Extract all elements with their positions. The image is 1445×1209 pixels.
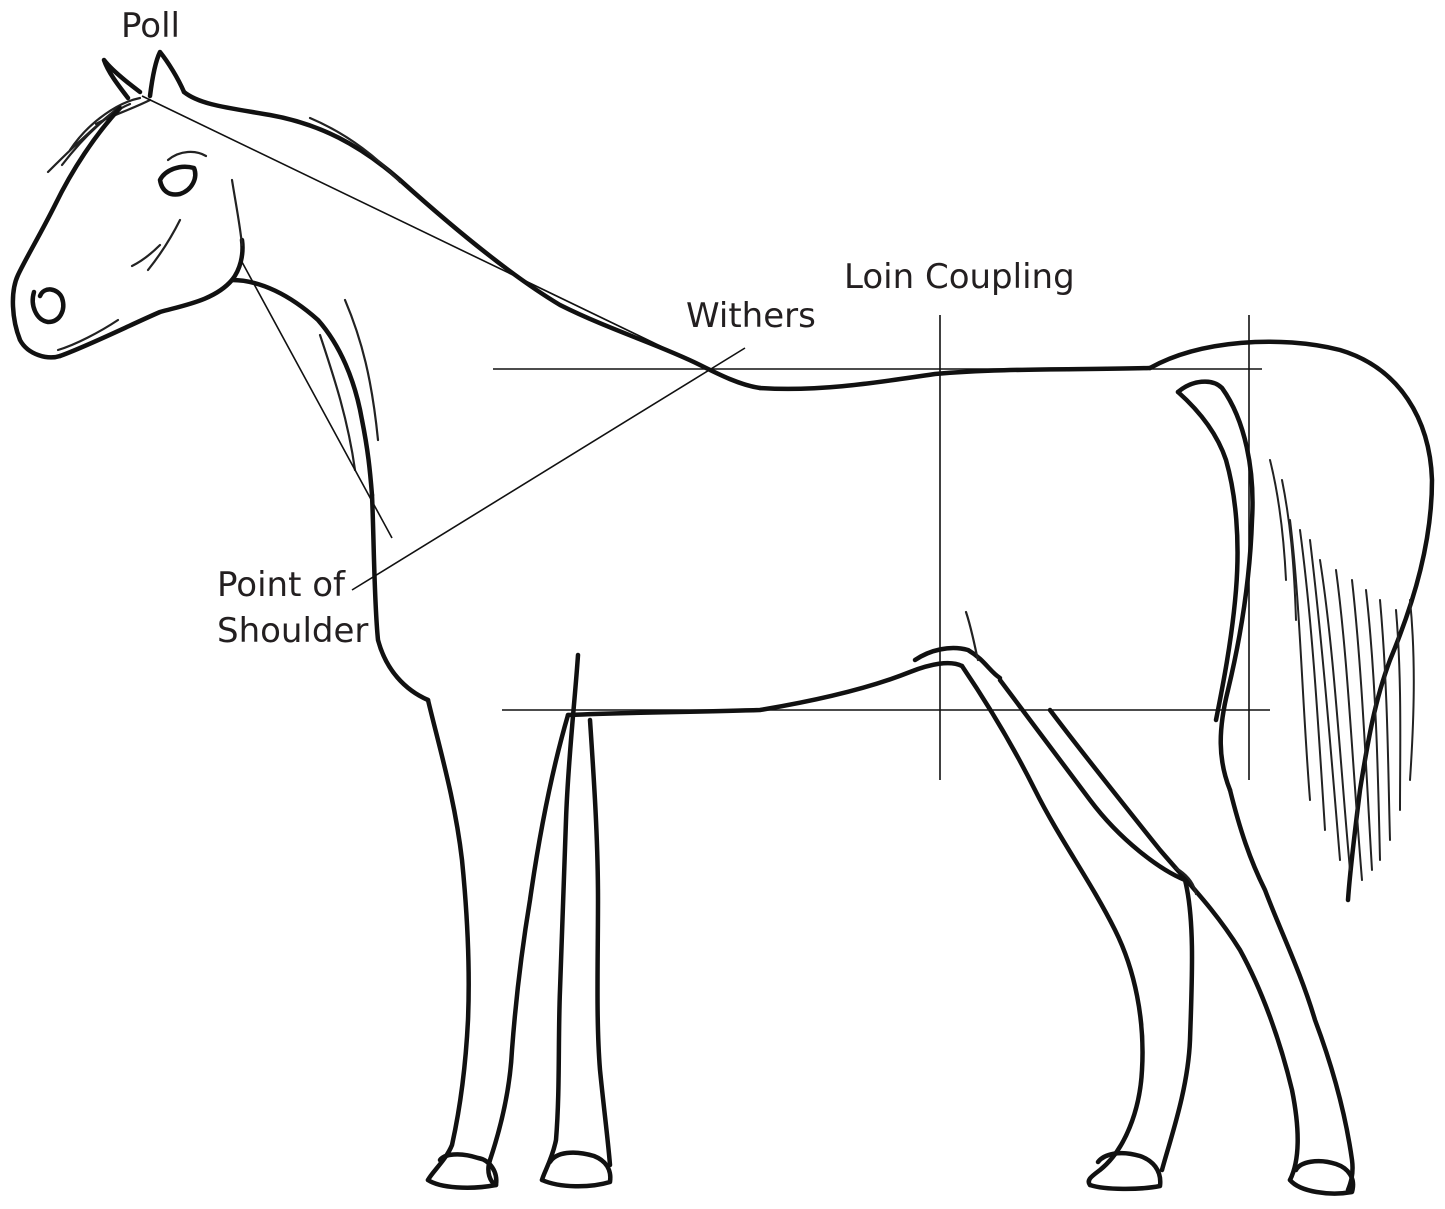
- label-poll: Poll: [121, 6, 180, 46]
- near-ear: [104, 60, 140, 98]
- near-foreleg-front: [428, 700, 469, 1180]
- tail-inner: [1178, 382, 1253, 790]
- poll-to-withers-line: [142, 96, 710, 370]
- jowl-detail: [132, 220, 180, 270]
- tail-hair: [1270, 460, 1414, 880]
- label-point-of-shoulder-2: Shoulder: [217, 611, 368, 651]
- near-fore-hoof: [428, 1154, 496, 1187]
- neck-crest: [184, 92, 760, 388]
- tail-root: [1178, 392, 1238, 720]
- gaskin: [1050, 710, 1298, 1180]
- chest: [372, 495, 428, 700]
- neck-muscle-2: [320, 335, 355, 470]
- neck-muscle-1: [310, 118, 400, 182]
- far-ear: [150, 52, 184, 96]
- shoulder-slope-line: [352, 348, 745, 590]
- far-foreleg: [542, 655, 610, 1180]
- near-hind-leg-back: [1230, 790, 1353, 1190]
- face-profile: [13, 108, 120, 357]
- near-hind-leg-front: [1000, 680, 1192, 1170]
- brow: [168, 152, 206, 160]
- measurement-guides: [142, 96, 1270, 780]
- cheek-line: [232, 180, 242, 245]
- backline: [760, 368, 1150, 389]
- eye: [160, 167, 195, 195]
- label-point-of-shoulder-1: Point of: [217, 565, 346, 605]
- near-hind-hoof: [1290, 1161, 1353, 1193]
- belly: [568, 663, 962, 715]
- far-hind-leg: [962, 666, 1143, 1185]
- label-withers: Withers: [686, 296, 816, 336]
- far-fore-hoof: [542, 1153, 610, 1187]
- labels: Poll Loin Coupling Withers Point of Shou…: [121, 6, 1075, 651]
- label-loin-coupling: Loin Coupling: [844, 257, 1075, 297]
- nostril: [33, 289, 63, 322]
- throat-to-shoulder-line: [242, 262, 392, 538]
